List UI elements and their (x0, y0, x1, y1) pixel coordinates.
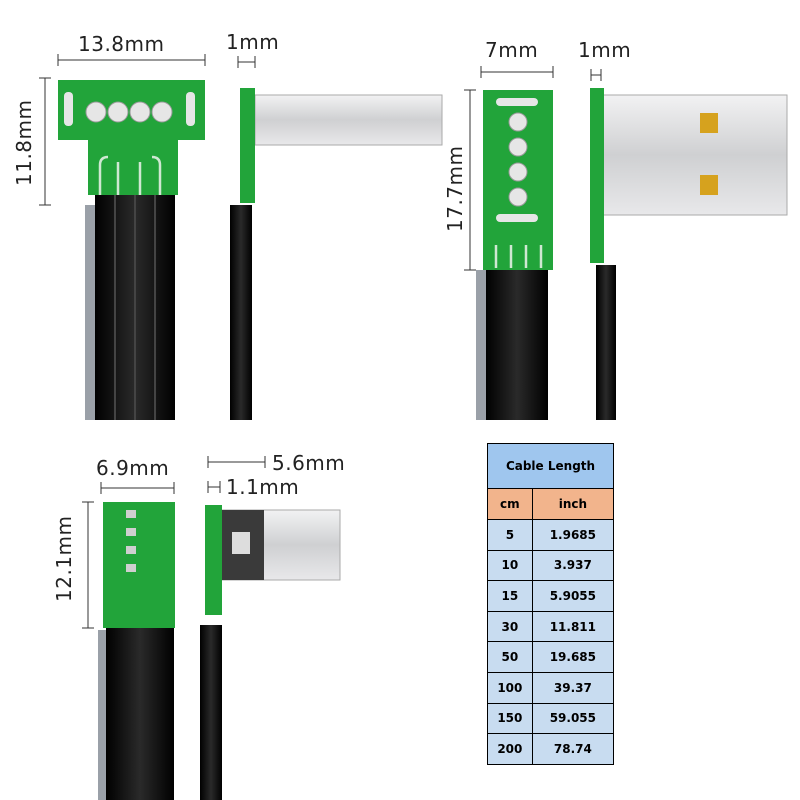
dimension-label-width: 6.9mm (96, 456, 170, 480)
table-title-row: Cable Length (487, 443, 614, 489)
cell-inch: 19.685 (531, 641, 615, 673)
cell-inch: 5.9055 (531, 580, 615, 612)
panel-1-front-view (39, 54, 443, 420)
cell-inch: 11.811 (531, 610, 615, 643)
cell-inch: 39.37 (531, 671, 615, 704)
table-header-row: cm inch (487, 488, 615, 520)
cell-inch: 78.74 (531, 733, 615, 765)
cell-cm: 200 (487, 733, 533, 765)
cell-inch: 1.9685 (531, 519, 615, 551)
dimension-label-thickness: 1.1mm (226, 475, 300, 499)
dimension-label-height: 12.1mm (52, 515, 76, 603)
table-title: Cable Length (487, 443, 614, 489)
dimension-label-width: 13.8mm (78, 32, 165, 56)
cell-cm: 150 (487, 702, 533, 735)
cell-cm: 50 (487, 641, 533, 673)
panel-2-usb-a-view (464, 66, 788, 420)
cell-inch: 59.055 (531, 702, 615, 735)
panel-3-micro-usb-view (82, 456, 341, 800)
dimension-label-thickness: 1mm (578, 38, 632, 62)
cell-cm: 10 (487, 549, 533, 582)
cell-cm: 100 (487, 671, 533, 704)
cell-inch: 3.937 (531, 549, 615, 582)
cell-cm: 15 (487, 580, 533, 612)
column-header-cm: cm (487, 488, 533, 520)
cell-cm: 30 (487, 610, 533, 643)
dimension-label-width: 7mm (485, 38, 539, 62)
dimension-label-plug-length: 5.6mm (272, 451, 346, 475)
dimension-label-thickness: 1mm (226, 30, 280, 54)
dimension-label-height: 17.7mm (443, 145, 467, 233)
column-header-inch: inch (531, 488, 615, 520)
cell-cm: 5 (487, 519, 533, 551)
dimension-label-height: 11.8mm (12, 99, 36, 187)
